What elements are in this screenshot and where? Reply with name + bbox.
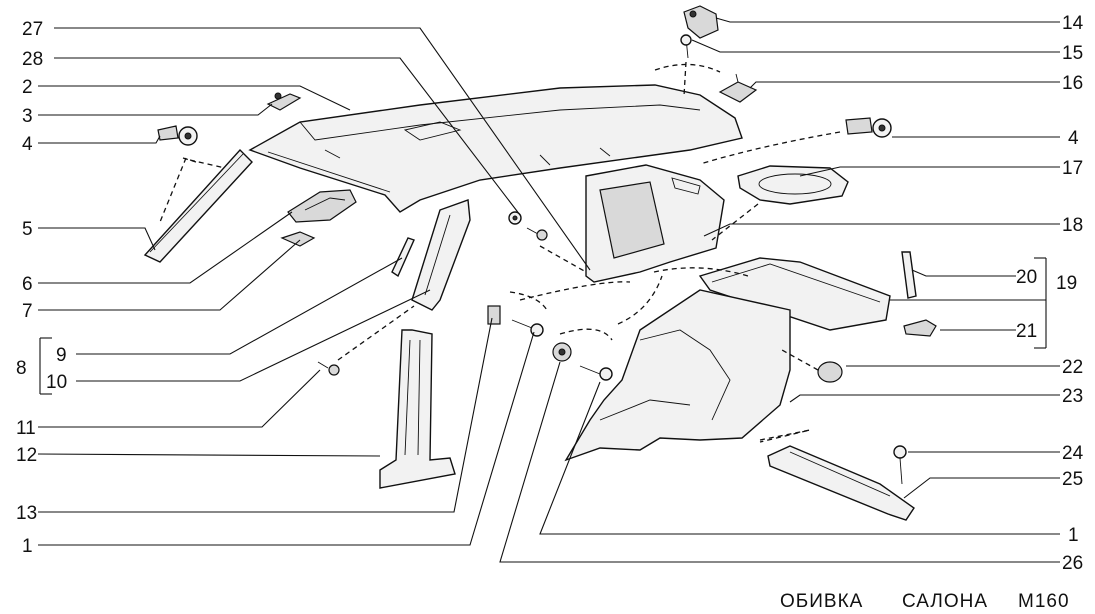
nut-27 (508, 211, 522, 225)
callout-17: 17 (1062, 158, 1083, 179)
callout-28: 28 (22, 49, 43, 70)
headliner-part (248, 84, 743, 213)
callout-1-left: 1 (22, 536, 33, 557)
pillar-panel-18 (585, 164, 725, 283)
figure-caption: ОБИВКА САЛОНА M160 (780, 591, 1070, 612)
callout-18: 18 (1062, 215, 1083, 236)
clip-16 (718, 73, 758, 103)
clip-part-3 (266, 92, 302, 111)
screw-28 (526, 227, 548, 241)
screw-24 (893, 445, 907, 485)
callout-labels: 27 28 2 3 4 5 6 7 8 9 10 11 12 13 1 14 1… (16, 13, 1084, 574)
caption-subtitle: САЛОНА (902, 591, 988, 612)
callout-16: 16 (1062, 73, 1083, 94)
visor-bracket-6 (287, 189, 357, 223)
callout-14: 14 (1062, 13, 1084, 34)
bracket-14 (683, 5, 719, 39)
callout-22: 22 (1062, 357, 1083, 378)
callout-10: 10 (46, 372, 67, 393)
callout-8: 8 (16, 358, 27, 379)
callout-4-right: 4 (1068, 128, 1079, 149)
callout-4-left: 4 (22, 134, 33, 155)
leader-lines (37, 17, 1060, 563)
callout-3: 3 (22, 106, 33, 127)
callout-25: 25 (1062, 469, 1083, 490)
screw-1-center (511, 319, 544, 337)
callout-12: 12 (16, 445, 37, 466)
callout-1-right: 1 (1068, 525, 1079, 546)
screw-26 (579, 365, 613, 381)
bracket-7 (280, 231, 316, 247)
support-strip-20 (901, 251, 917, 299)
clip-13 (487, 305, 501, 325)
assembly-paths (159, 61, 841, 443)
caption-title: ОБИВКА (780, 591, 863, 612)
callout-11: 11 (16, 418, 36, 439)
plug-22 (817, 361, 843, 383)
callout-27: 27 (22, 19, 43, 40)
callout-24: 24 (1062, 443, 1084, 464)
washer-26 (552, 342, 572, 362)
callout-23: 23 (1062, 386, 1083, 407)
screw-15 (680, 34, 692, 59)
caption-code: M160 (1018, 591, 1070, 612)
callout-6: 6 (22, 274, 33, 295)
pillar-trim-10 (411, 199, 471, 311)
trunk-side-trim-23 (564, 289, 791, 462)
callout-9: 9 (56, 345, 67, 366)
callout-19: 19 (1056, 273, 1077, 294)
callout-26: 26 (1062, 553, 1083, 574)
callout-13: 13 (16, 503, 37, 524)
callout-20: 20 (1016, 267, 1037, 288)
speaker-cover-17 (737, 165, 849, 205)
strip-9 (391, 237, 415, 278)
callout-2: 2 (22, 77, 33, 98)
push-fastener-left (157, 125, 198, 146)
callout-5: 5 (22, 219, 33, 240)
push-fastener-right (845, 117, 892, 138)
callout-15: 15 (1062, 43, 1083, 64)
pillar-trim-12 (379, 329, 456, 489)
screw-11 (317, 361, 340, 376)
sill-trim-25 (767, 445, 915, 521)
callout-21: 21 (1016, 321, 1037, 342)
callout-7: 7 (22, 301, 33, 322)
pillar-trim-5 (143, 148, 253, 263)
pin-21 (903, 319, 937, 337)
